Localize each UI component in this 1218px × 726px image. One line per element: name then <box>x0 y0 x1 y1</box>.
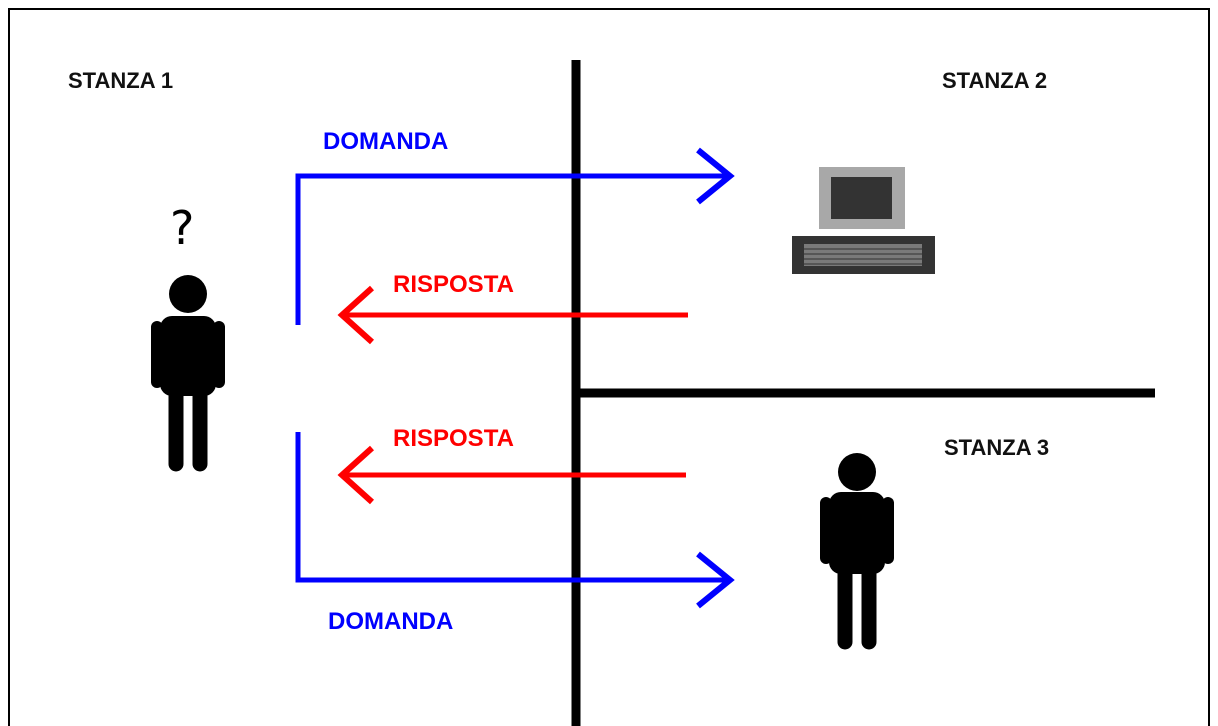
diagram-frame <box>8 8 1210 726</box>
interrogator-person-icon <box>151 275 225 472</box>
answer-label-top: RISPOSTA <box>393 271 514 298</box>
question-label-top: DOMANDA <box>323 128 448 155</box>
computer-icon <box>792 167 935 274</box>
answer-label-bottom: RISPOSTA <box>393 425 514 452</box>
room-1-label: STANZA 1 <box>68 68 173 93</box>
question-mark-icon: ? <box>170 201 194 255</box>
human-person-icon <box>820 453 894 650</box>
question-label-bottom: DOMANDA <box>328 608 453 635</box>
room-3-label: STANZA 3 <box>944 435 1049 460</box>
answer-arrow-from-computer <box>337 285 688 345</box>
answer-arrow-from-human <box>337 445 686 505</box>
room-2-label: STANZA 2 <box>942 68 1047 93</box>
question-arrow-to-human <box>295 432 735 609</box>
question-arrow-to-computer <box>295 147 735 325</box>
